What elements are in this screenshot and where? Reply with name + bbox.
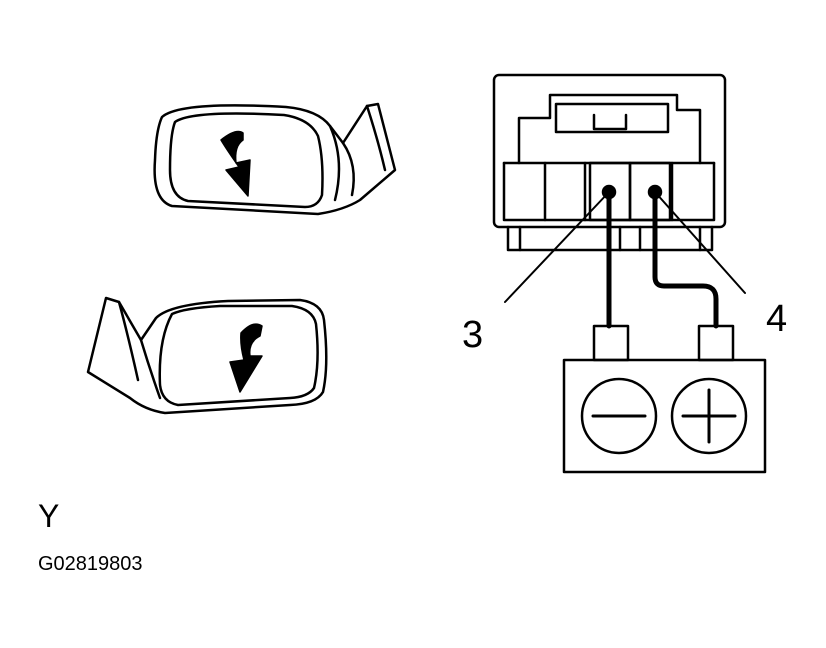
- plus-symbol-icon: [670, 377, 748, 455]
- view-label: Y: [38, 498, 60, 534]
- leader-line-3: [504, 191, 610, 303]
- mirror-lower: [86, 296, 328, 415]
- terminal-label-4: 4: [766, 298, 788, 340]
- leader-line-4: [654, 191, 746, 294]
- minus-symbol-icon: [580, 377, 658, 455]
- connector: [492, 73, 727, 252]
- terminal-cavity-4: [628, 161, 672, 222]
- battery: [562, 324, 767, 474]
- wire-positive: [652, 189, 719, 329]
- figure-id: G02819803: [38, 553, 143, 575]
- terminal-label-3: 3: [462, 314, 484, 356]
- down-arrow-icon: [229, 323, 263, 393]
- mirror-upper: [153, 102, 397, 216]
- down-arrow-icon: [220, 130, 251, 197]
